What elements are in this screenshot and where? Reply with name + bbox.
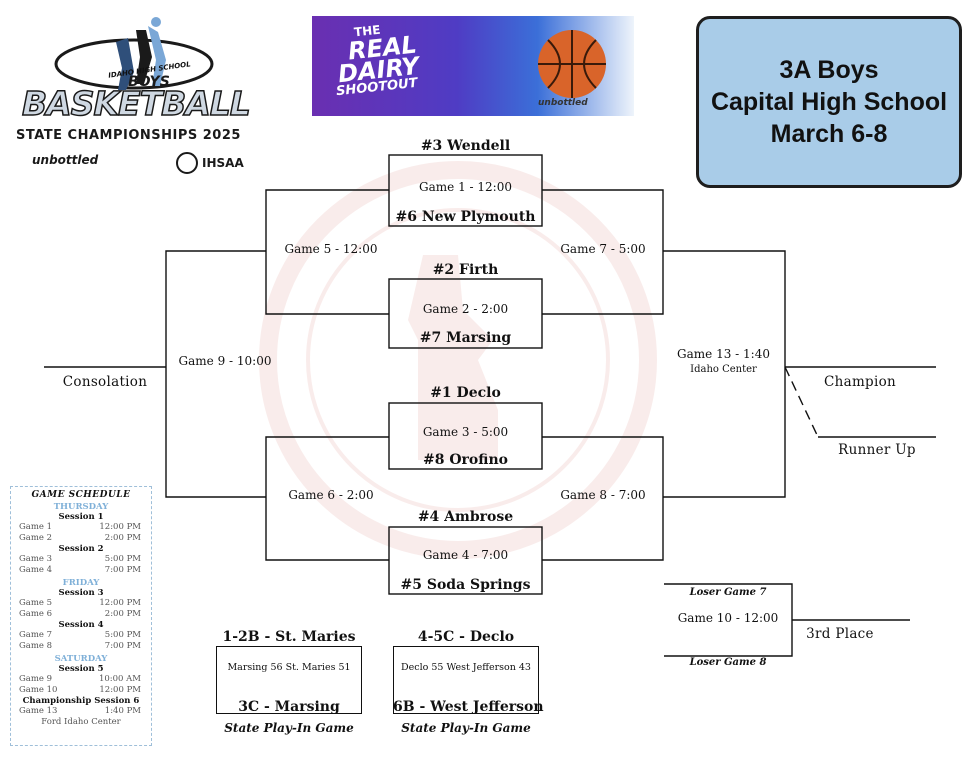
game-7-label: Game 7 - 5:00: [560, 242, 646, 256]
real-dairy-shootout-banner: THE REAL DAIRY SHOOTOUT unbottled: [312, 16, 634, 116]
schedule-time: 12:00 PM: [99, 598, 141, 608]
schedule-time: 5:00 PM: [104, 630, 141, 640]
schedule-game: Game 3: [19, 554, 53, 564]
runner-up-label: Runner Up: [838, 442, 916, 458]
schedule-row: Game 4 7:00 PM: [11, 565, 151, 576]
third-place-label: 3rd Place: [806, 626, 874, 642]
ihsaa-watermark-seal: [259, 161, 657, 559]
game-9-label: Game 9 - 10:00: [178, 354, 272, 368]
logo-sponsor: unbottled: [32, 153, 99, 167]
schedule-row: Game 1 12:00 PM: [11, 522, 151, 533]
game-10-label: Game 10 - 12:00: [677, 611, 779, 625]
schedule-footer: Ford Idaho Center: [41, 717, 121, 727]
schedule-title: GAME SCHEDULE: [31, 490, 131, 500]
schedule-game: Game 2: [19, 533, 53, 543]
game-13-label: Game 13 - 1:40: [677, 347, 770, 361]
schedule-day: SATURDAY: [54, 654, 108, 664]
schedule-row: Game 13 1:40 PM: [11, 706, 151, 717]
schedule-session: Session 2: [58, 544, 104, 554]
schedule-game: Game 7: [19, 630, 53, 640]
schedule-row: Game 7 5:00 PM: [11, 630, 151, 641]
boys-basketball-logo: IDAHO HIGH SCHOOL BOYS BASKETBALL STATE …: [16, 12, 262, 182]
schedule-day: FRIDAY: [62, 578, 100, 588]
schedule-day: THURSDAY: [53, 502, 109, 512]
schedule-row: Game 10 12:00 PM: [11, 685, 151, 696]
schedule-session: Session 4: [58, 620, 104, 630]
schedule-time: 12:00 PM: [99, 522, 141, 532]
team-wendell: #3 Wendell: [420, 138, 511, 154]
team-marsing: #7 Marsing: [419, 330, 512, 346]
schedule-game: Game 8: [19, 641, 53, 651]
schedule-time: 10:00 AM: [98, 674, 141, 684]
game-6-label: Game 6 - 2:00: [288, 488, 374, 502]
loser-game-8-label: Loser Game 8: [689, 657, 767, 668]
game-2-label: Game 2 - 2:00: [422, 302, 509, 316]
schedule-time: 7:00 PM: [104, 565, 141, 575]
schedule-time: 5:00 PM: [104, 554, 141, 564]
playin-2-caption: State Play-In Game: [401, 721, 531, 735]
champion-label: Champion: [823, 374, 897, 390]
basketball-players-icon: [54, 17, 214, 90]
playin-1-caption: State Play-In Game: [224, 721, 354, 735]
team-soda-springs: #5 Soda Springs: [400, 577, 531, 593]
game-4-label: Game 4 - 7:00: [422, 548, 509, 562]
schedule-game: Game 4: [19, 565, 53, 575]
schedule-time: 2:00 PM: [104, 609, 141, 619]
playin-2-top-team: 4-5C - Declo: [417, 629, 515, 645]
schedule-row: Game 5 12:00 PM: [11, 598, 151, 609]
schedule-game: Game 1: [19, 522, 53, 532]
logo-line-championships: STATE CHAMPIONSHIPS 2025: [16, 128, 241, 143]
info-venue: Capital High School: [710, 88, 948, 116]
team-orofino: #8 Orofino: [423, 452, 508, 468]
schedule-game: Game 9: [19, 674, 53, 684]
loser-game-7-label: Loser Game 7: [689, 587, 767, 598]
game-3-label: Game 3 - 5:00: [422, 425, 509, 439]
consolation-label: Consolation: [62, 374, 148, 390]
info-division: 3A Boys: [779, 56, 879, 84]
schedule-time: 7:00 PM: [104, 641, 141, 651]
banner-sponsor: unbottled: [538, 98, 588, 108]
info-dates: March 6-8: [770, 120, 888, 148]
playin-1-top-team: 1-2B - St. Maries: [222, 629, 356, 645]
schedule-row: Game 9 10:00 AM: [11, 674, 151, 685]
tournament-info-box: 3A Boys Capital High School March 6-8: [696, 16, 962, 188]
schedule-time: 1:40 PM: [104, 706, 141, 716]
schedule-row: Game 6 2:00 PM: [11, 609, 151, 620]
schedule-time: 12:00 PM: [99, 685, 141, 695]
schedule-time: 2:00 PM: [104, 533, 141, 543]
logo-org: IHSAA: [202, 156, 244, 170]
playin-2-bottom-team: 6B - West Jefferson: [393, 699, 544, 715]
playin-1-bottom-team: 3C - Marsing: [238, 699, 340, 715]
game-13-venue: Idaho Center: [690, 364, 757, 375]
basketball-icon: [538, 30, 606, 98]
ihsaa-badge-icon: [176, 152, 198, 174]
team-new-plymouth: #6 New Plymouth: [395, 209, 536, 225]
schedule-session: Session 3: [58, 588, 104, 598]
schedule-game: Game 6: [19, 609, 53, 619]
schedule-game: Game 13: [19, 706, 58, 716]
schedule-row: Game 3 5:00 PM: [11, 554, 151, 565]
team-declo: #1 Declo: [430, 385, 501, 401]
playin-1-result: Marsing 56 St. Maries 51: [227, 662, 351, 673]
schedule-game: Game 5: [19, 598, 53, 608]
schedule-session: Session 5: [58, 664, 104, 674]
playin-2-result: Declo 55 West Jefferson 43: [401, 662, 531, 673]
team-ambrose: #4 Ambrose: [417, 509, 514, 525]
game-5-label: Game 5 - 12:00: [284, 242, 378, 256]
game-1-label: Game 1 - 12:00: [419, 180, 512, 194]
schedule-row: Game 8 7:00 PM: [11, 641, 151, 652]
schedule-session: Championship Session 6: [22, 696, 140, 706]
logo-line-basketball: BASKETBALL: [21, 83, 251, 124]
team-firth: #2 Firth: [432, 262, 499, 278]
schedule-game: Game 10: [19, 685, 58, 695]
schedule-row: Game 2 2:00 PM: [11, 533, 151, 544]
playin-1-box: [216, 646, 362, 714]
game-8-label: Game 8 - 7:00: [560, 488, 646, 502]
logo-line-boys: BOYS: [128, 74, 170, 90]
playin-2-box: [393, 646, 539, 714]
schedule-session: Session 1: [58, 512, 104, 522]
